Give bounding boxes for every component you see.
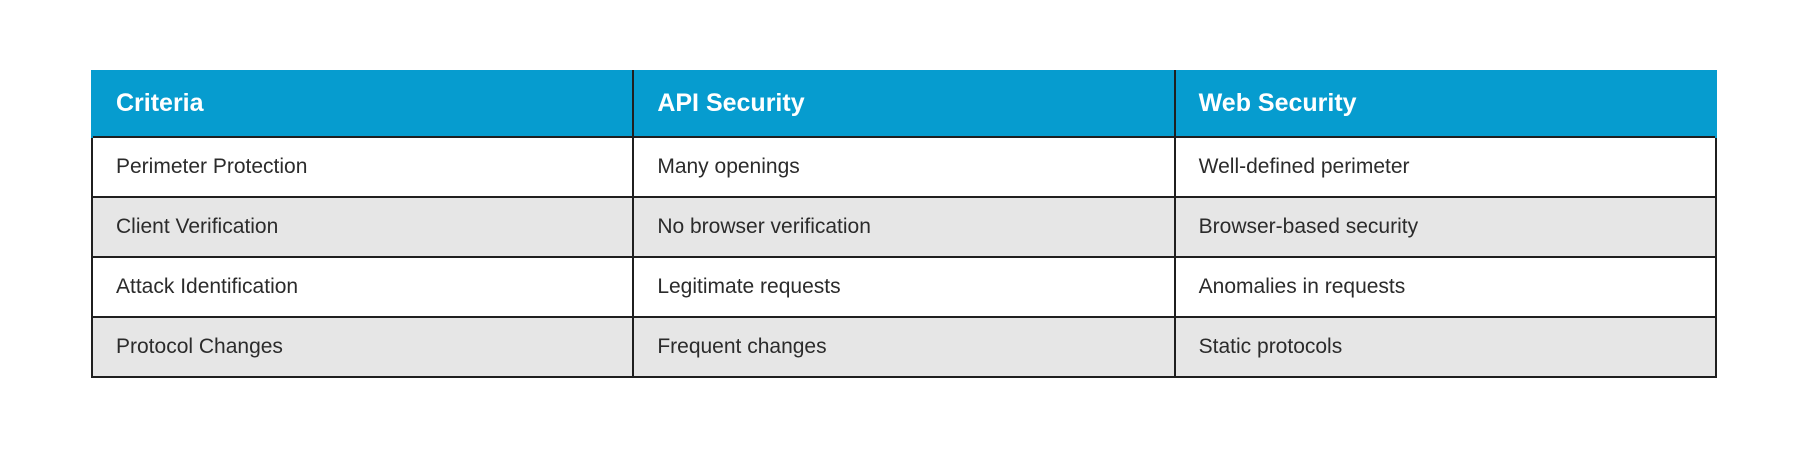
cell-api-security: Many openings — [632, 136, 1176, 198]
cell-criteria: Attack Identification — [90, 256, 635, 318]
header-api-security: API Security — [632, 70, 1176, 137]
cell-criteria: Client Verification — [90, 196, 635, 258]
table-row: Protocol Changes Frequent changes Static… — [90, 316, 1718, 378]
cell-web-security: Static protocols — [1173, 316, 1718, 378]
table-row: Attack Identification Legitimate request… — [90, 256, 1718, 318]
table-row: Client Verification No browser verificat… — [90, 196, 1718, 258]
header-criteria: Criteria — [90, 70, 635, 137]
table-body: Perimeter Protection Many openings Well-… — [90, 136, 1718, 378]
cell-web-security: Anomalies in requests — [1173, 256, 1718, 318]
cell-criteria: Protocol Changes — [90, 316, 635, 378]
comparison-table-container: Criteria API Security Web Security Perim… — [90, 70, 1718, 378]
cell-web-security: Well-defined perimeter — [1173, 136, 1718, 198]
comparison-table: Criteria API Security Web Security Perim… — [90, 70, 1718, 378]
cell-web-security: Browser-based security — [1173, 196, 1718, 258]
table-row: Perimeter Protection Many openings Well-… — [90, 136, 1718, 198]
header-web-security: Web Security — [1173, 70, 1718, 137]
table-header: Criteria API Security Web Security — [90, 70, 1718, 137]
cell-api-security: Legitimate requests — [632, 256, 1176, 318]
cell-api-security: No browser verification — [632, 196, 1176, 258]
cell-criteria: Perimeter Protection — [90, 136, 635, 198]
cell-api-security: Frequent changes — [632, 316, 1176, 378]
header-row: Criteria API Security Web Security — [90, 70, 1718, 137]
